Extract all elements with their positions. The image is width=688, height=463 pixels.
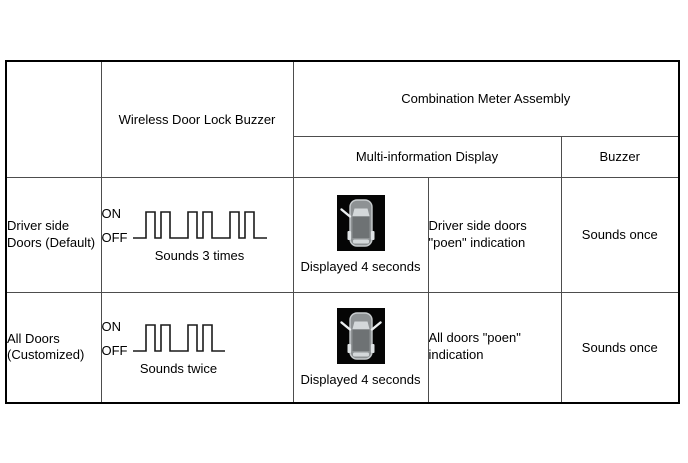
table-row: Driver side Doors (Default) ON OFF Sound…	[5, 176, 680, 293]
header-wireless-door-lock-buzzer: Wireless Door Lock Buzzer	[100, 60, 294, 178]
waveform-caption: Sounds 3 times	[154, 248, 245, 263]
display-caption: Displayed 4 seconds	[300, 371, 421, 387]
header-row-1: Wireless Door Lock Buzzer Combination Me…	[5, 60, 680, 178]
waveform-on-label: ON	[101, 318, 121, 334]
row-label-driver-side-doors: Driver side Doors (Default)	[5, 176, 102, 293]
wave-cell-all-doors: ON OFF Sounds twice	[100, 291, 294, 404]
car-all-doors-open-icon	[336, 307, 385, 364]
display-cell-all-doors: Displayed 4 seconds	[292, 291, 429, 404]
pulse-waveform-twice	[132, 323, 225, 352]
indication-cell-all-doors: All doors "poen" indication	[427, 291, 562, 404]
header-row-2: Multi-information Display Buzzer	[6, 135, 680, 178]
waveform-labels: ON OFF	[102, 320, 128, 357]
waveform-caption: Sounds twice	[139, 360, 218, 376]
waveform-off-label: OFF	[101, 342, 128, 358]
header-multi-information-display: Multi-information Display	[292, 135, 562, 178]
car-driver-door-open-icon	[336, 195, 385, 251]
waveform-off-label: OFF	[101, 230, 128, 245]
door-lock-buzzer-spec-table: Wireless Door Lock Buzzer Combination Me…	[5, 60, 680, 404]
header-combination-meter-assembly: Combination Meter Assembly	[292, 60, 680, 137]
buzzer-waveform: ON OFF Sounds 3 times	[102, 207, 267, 263]
header-buzzer: Buzzer	[560, 135, 680, 178]
indication-cell-driver-side: Driver side doors "poen" indication	[427, 176, 562, 293]
display-cell-driver-side: Displayed 4 seconds	[292, 176, 429, 293]
corner-cell	[5, 60, 102, 178]
wave-cell-driver-side: ON OFF Sounds 3 times	[100, 176, 294, 293]
row-label-all-doors: All Doors (Customized)	[5, 291, 102, 404]
table-row: All Doors (Customized) ON OFF Sounds twi…	[5, 291, 680, 404]
meter-buzzer-cell: Sounds once	[560, 176, 680, 293]
multi-info-display-graphic: Displayed 4 seconds	[294, 307, 427, 387]
waveform-on-label: ON	[101, 206, 121, 221]
meter-buzzer-cell: Sounds once	[560, 291, 680, 404]
multi-info-display-graphic: Displayed 4 seconds	[294, 195, 427, 274]
waveform-labels: ON OFF	[102, 207, 128, 244]
display-caption: Displayed 4 seconds	[300, 259, 421, 274]
buzzer-waveform: ON OFF Sounds twice	[102, 320, 225, 376]
pulse-waveform-3-times	[132, 211, 267, 239]
